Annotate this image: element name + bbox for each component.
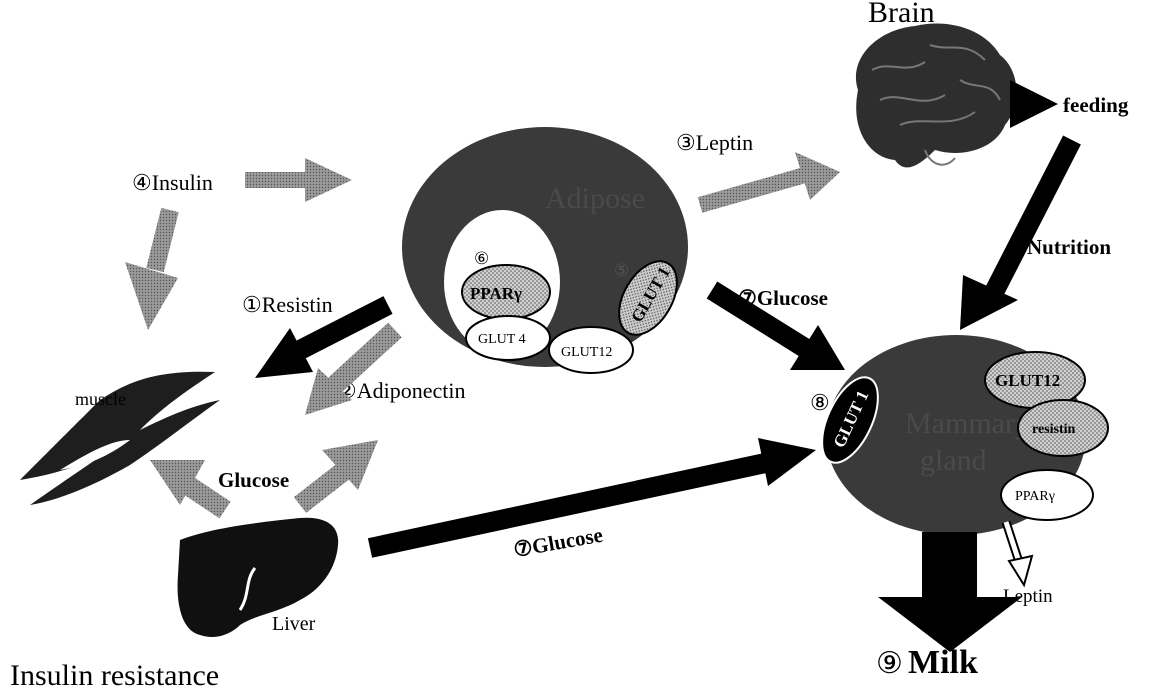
adipose-number-6: ⑥: [474, 249, 489, 268]
liver-to-muscle-arrow: [150, 460, 225, 510]
adipose-number-5: ⑤: [614, 261, 629, 280]
insulin-to-adipose-arrow: [245, 158, 352, 202]
mammary-pparg-label: PPARγ: [1015, 489, 1055, 504]
leptin-milk-arrow: [1006, 522, 1032, 585]
mammary-glut12-label: GLUT12: [995, 371, 1060, 390]
mammary-title-line1: Mammary: [905, 407, 1030, 440]
resistin-label: ①Resistin: [242, 292, 333, 317]
adipose-glut12-label: GLUT12: [561, 345, 612, 360]
feeding-label: feeding: [1063, 93, 1129, 117]
adipose-pparg-label: PPARγ: [470, 284, 522, 303]
glucose-liver-label: Glucose: [218, 468, 289, 492]
glucose-bottom-label: ⑦Glucose: [512, 523, 605, 562]
leptin-to-brain-arrow: [700, 152, 840, 205]
brain-graphic: [856, 24, 1017, 168]
liver-to-adipose-arrow: [300, 440, 378, 505]
mammary-number-8: ⑧: [810, 390, 830, 415]
leptin-label: ③Leptin: [676, 130, 753, 155]
nutrition-label: Nutrition: [1027, 235, 1111, 259]
insulin-label: ④Insulin: [132, 170, 213, 195]
adiponectin-label: ②Adiponectin: [337, 378, 465, 403]
insulin-resistance-label: Insulin resistance: [10, 659, 219, 692]
mammary-resistin-label: resistin: [1032, 422, 1076, 437]
brain-label: Brain: [868, 0, 935, 29]
mammary-title-line2: gland: [920, 444, 987, 477]
milk-label: Milk: [908, 644, 978, 681]
adipose-title: Adipose: [545, 182, 645, 215]
leptin-milk-label: Leptin: [1003, 586, 1053, 607]
adipose-glut4-label: GLUT 4: [478, 332, 526, 347]
feeding-triangle: [1010, 80, 1058, 128]
muscle-label: muscle: [75, 389, 126, 409]
liver-label: Liver: [272, 613, 316, 635]
milk-number: ⑨: [876, 647, 903, 680]
milk-arrow: [878, 532, 1022, 652]
insulin-to-muscle-arrow: [125, 210, 178, 330]
